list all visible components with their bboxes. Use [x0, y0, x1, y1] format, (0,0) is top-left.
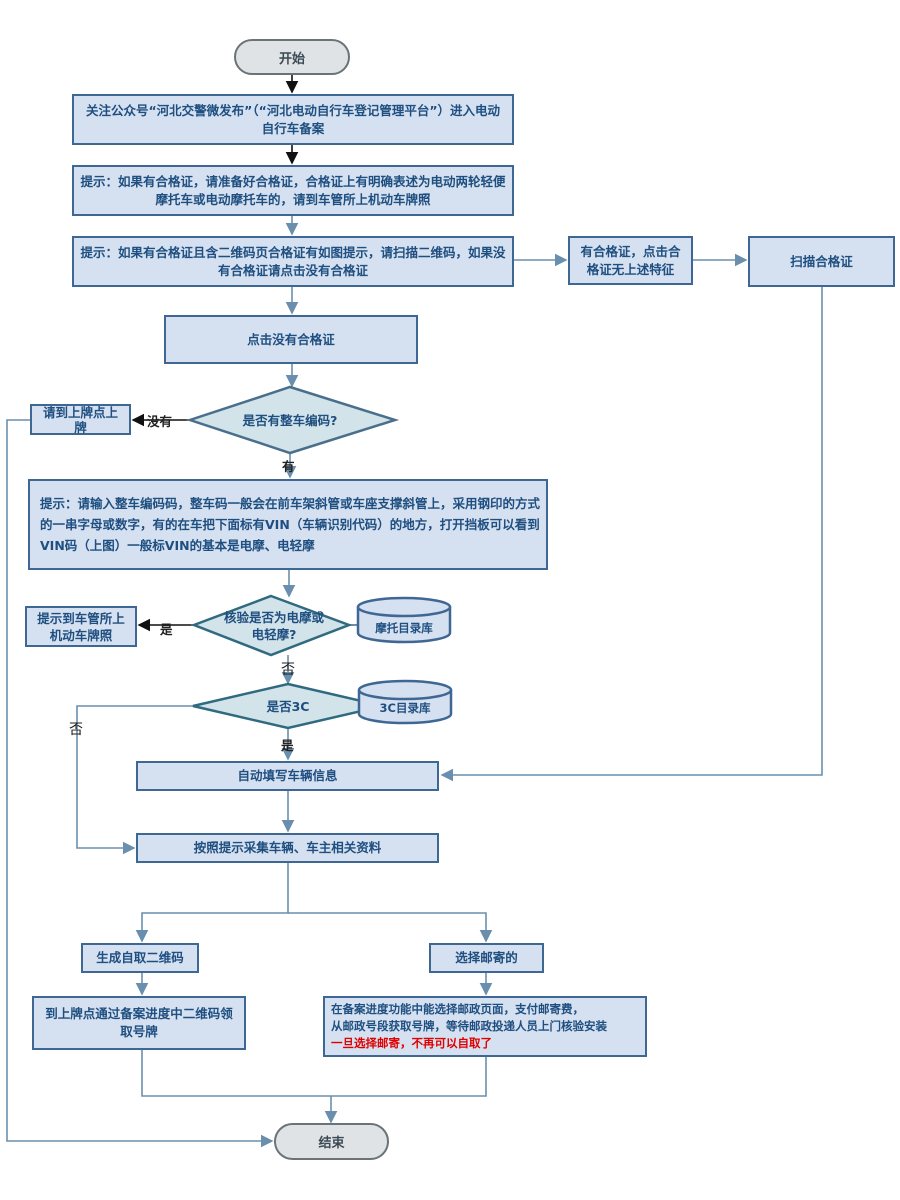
tip-qr-code: 提示：如果有合格证且含二维码页合格证有如图提示，请扫描二维码，如果没有合格证请点… — [72, 236, 514, 287]
arrow-collect-pickup — [135, 863, 289, 943]
decision-moto-label: 核验是否为电摩或电轻摩? — [223, 610, 324, 642]
tip-dmv-text: 提示到车管所上机动车牌照 — [37, 610, 125, 643]
mail-warning-line: 一旦选择邮寄，不再可以自取了 — [331, 1036, 492, 1050]
pickup-detail-text: 到上牌点通过备案进度中二维码领取号牌 — [45, 1006, 233, 1039]
autofill-text: 自动填写车辆信息 — [237, 768, 338, 783]
tip-dmv-box: 提示到车管所上机动车牌照 — [25, 606, 137, 647]
db-moto-top — [356, 596, 452, 618]
end-terminal: 结束 — [274, 1123, 389, 1160]
step-follow-account: 关注公众号“河北交警微发布”（“河北电动自行车登记管理平台”）进入电动自行车备案 — [72, 94, 514, 145]
arrow-collect-mail — [288, 912, 493, 943]
edge-label-3c-no: 否 — [69, 722, 83, 738]
db-3c-top — [357, 679, 453, 701]
mail-text: 选择邮寄的 — [455, 950, 518, 965]
edge-label-no-vin: 没有 — [147, 414, 173, 429]
mail-detail-lines: 在备案进度功能中能选择邮政页面，支付邮寄费， 从邮政号段获取号牌，等待邮政投递人… — [331, 1001, 607, 1052]
start-terminal: 开始 — [234, 39, 350, 75]
tip-vin-text: 提示：请输入整车编码码，整车码一般会在前车架斜管或车座支撑斜管上，采用钢印的方式… — [40, 496, 541, 553]
collect-info-text: 按照提示采集车辆、车主相关资料 — [193, 840, 382, 855]
scan-certificate-text: 扫描合格证 — [790, 253, 853, 269]
tip-certificate: 提示：如果有合格证，请准备好合格证，合格证上有明确表述为电动两轮轻便摩托车或电动… — [72, 165, 514, 216]
mail-box: 选择邮寄的 — [429, 943, 544, 973]
arrow-q3c-collect — [76, 705, 193, 855]
db-moto-label: 摩托目录库 — [375, 621, 433, 635]
step-follow-account-text: 关注公众号“河北交警微发布”（“河北电动自行车登记管理平台”）进入电动自行车备案 — [85, 102, 501, 136]
self-pickup-text: 生成自取二维码 — [96, 950, 184, 965]
pickup-detail-box: 到上牌点通过备案进度中二维码领取号牌 — [32, 996, 246, 1050]
tip-vin-box: 提示：请输入整车编码码，整车码一般会在前车架斜管或车座支撑斜管上，采用钢印的方式… — [28, 479, 548, 570]
collect-info-box: 按照提示采集车辆、车主相关资料 — [136, 833, 439, 863]
arrow-scan-autofill — [440, 287, 823, 782]
autofill-box: 自动填写车辆信息 — [136, 761, 439, 791]
scan-certificate-box: 扫描合格证 — [748, 236, 895, 287]
mail-detail-line2: 从邮政号段获取号牌，等待邮政投递人员上门核验安装 — [331, 1019, 607, 1033]
edge-label-moto-yes: 是 — [160, 622, 173, 637]
tip-qr-code-text: 提示：如果有合格证且含二维码页合格证有如图提示，请扫描二维码，如果没有合格证请点… — [80, 244, 506, 278]
decision-3c-diamond — [192, 682, 384, 730]
goto-plate-point-box: 请到上牌点上牌 — [30, 404, 131, 435]
edge-label-has-vin: 有 — [282, 459, 295, 474]
click-no-certificate-text: 点击没有合格证 — [247, 331, 335, 347]
decision-3c-label: 是否3C — [266, 698, 310, 714]
decision-vin-label: 是否有整车编码? — [242, 412, 338, 428]
db-3c-label: 3C目录库 — [379, 701, 431, 715]
edge-label-moto-no: 否 — [281, 662, 295, 678]
goto-plate-point-text: 请到上牌点上牌 — [42, 404, 118, 435]
has-certificate-box: 有合格证，点击合格证无上述特征 — [568, 236, 693, 285]
edge-label-3c-yes: 是 — [281, 738, 294, 753]
mail-detail-line1: 在备案进度功能中能选择邮政页面，支付邮寄费， — [331, 1002, 584, 1016]
click-no-certificate-box: 点击没有合格证 — [164, 315, 418, 364]
self-pickup-box: 生成自取二维码 — [81, 943, 199, 973]
has-certificate-text: 有合格证，点击合格证无上述特征 — [580, 243, 681, 277]
tip-certificate-text: 提示：如果有合格证，请准备好合格证，合格证上有明确表述为电动两轮轻便摩托车或电动… — [80, 173, 506, 207]
arrow-plate-end — [6, 419, 274, 1148]
decision-moto-diamond — [190, 594, 353, 657]
decision-vin-diamond — [186, 385, 400, 455]
mail-detail-box: 在备案进度功能中能选择邮政页面，支付邮寄费， 从邮政号段获取号牌，等待邮政投递人… — [323, 996, 647, 1057]
merge-lines — [141, 1050, 487, 1097]
